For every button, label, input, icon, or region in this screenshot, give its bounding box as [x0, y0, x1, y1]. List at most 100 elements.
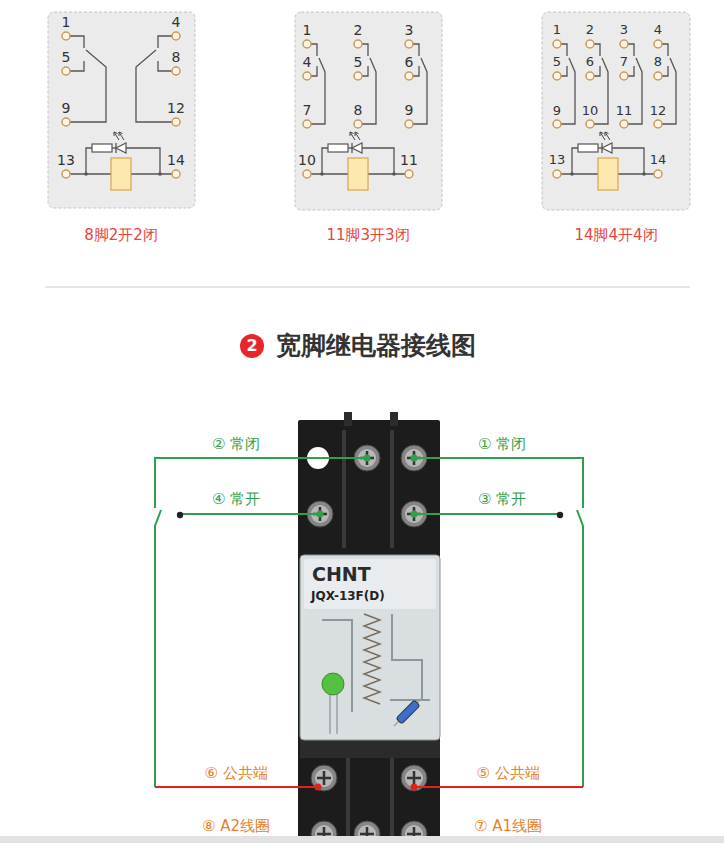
nc-contact [662, 44, 668, 56]
nc-contact [158, 36, 172, 48]
diagram-caption: 11脚3开3闭 [326, 227, 409, 244]
pin-number: 6 [405, 54, 414, 70]
common-label: ⑤ 公共端 [476, 764, 539, 782]
common-blade [70, 50, 106, 122]
coil-label: ⑦ A1线圈 [474, 817, 542, 835]
socket-partition [346, 750, 350, 840]
common-blade [561, 58, 575, 124]
pin-terminal [354, 72, 362, 80]
common-label: ⑥ 公共端 [204, 764, 267, 782]
pin-number: 12 [167, 100, 185, 116]
pin-terminal [405, 170, 413, 178]
nc-contact [628, 44, 634, 56]
pin-number: 11 [616, 104, 633, 119]
pin-number: 9 [405, 102, 414, 118]
resistor-symbol [328, 144, 348, 152]
no-contact [311, 66, 317, 76]
panel-background [48, 12, 195, 208]
relay-frame [322, 614, 430, 712]
pin-number: 10 [298, 152, 316, 168]
pin-terminal [620, 40, 628, 48]
section-heading: 宽脚继电器接线图 [276, 332, 476, 361]
resistor-leads [394, 698, 422, 726]
pin-terminal [654, 72, 662, 80]
switch-dot [557, 512, 563, 518]
pin-diagram: 123456789101112131414脚4开4闭 [542, 12, 690, 210]
no-contact [362, 66, 368, 76]
no-contact [594, 66, 600, 76]
pin-terminal [172, 170, 180, 178]
junction-dot [158, 172, 162, 176]
relay-feet [300, 738, 440, 758]
pin-terminal [62, 118, 70, 126]
pin-diagram: 123456789101111脚3开3闭 [295, 12, 442, 210]
coil-wire [618, 173, 654, 174]
pin-number: 8 [354, 102, 363, 118]
pin-number: 8 [172, 49, 181, 65]
socket-partition [390, 750, 394, 840]
pin-number: 9 [553, 104, 561, 119]
wire-end-dot [411, 511, 418, 518]
number-badge: 2 [240, 334, 264, 358]
panel-background [542, 12, 690, 210]
green-wire [577, 510, 583, 787]
relay-schematics [62, 32, 676, 190]
coil-symbol [348, 158, 368, 190]
red-wire [155, 786, 318, 788]
coil-symbol [598, 158, 618, 190]
nc-contact [561, 44, 567, 56]
coil-symbol [111, 158, 131, 190]
diode-symbol [602, 143, 612, 153]
no-contact [413, 66, 419, 76]
junction-dot [320, 172, 324, 176]
pin-terminal [553, 170, 561, 178]
pin-terminal [303, 40, 311, 48]
pin-number: 13 [549, 153, 566, 168]
screw-slot [317, 771, 331, 785]
no-label: ③ 常开 [478, 490, 526, 508]
panel-background [295, 12, 442, 210]
diode-bar [351, 143, 352, 153]
common-blade [362, 58, 376, 124]
pin-number: 11 [400, 152, 418, 168]
no-contact [158, 61, 172, 71]
badge-number: 2 [246, 337, 257, 355]
pin-number: 4 [172, 14, 181, 30]
pin-number: 5 [354, 54, 363, 70]
pin-terminal [620, 72, 628, 80]
pin-terminal [654, 40, 662, 48]
pin-number: 3 [620, 23, 628, 38]
green-wire [414, 458, 583, 508]
wiring [155, 455, 583, 791]
pin-terminal [586, 120, 594, 128]
pin-number: 13 [57, 152, 75, 168]
led-arrows [350, 132, 360, 140]
pin-number: 1 [553, 23, 561, 38]
socket-tab [390, 412, 398, 426]
pin-terminal [62, 170, 70, 178]
relay-cap [304, 559, 436, 609]
pin-terminal [586, 72, 594, 80]
pin-terminal [553, 120, 561, 128]
coil-wire [70, 173, 111, 174]
pin-number: 7 [620, 55, 628, 70]
pin-number: 1 [62, 14, 71, 30]
pin-terminal [586, 40, 594, 48]
resistor-symbol [578, 144, 598, 152]
led-leads [330, 694, 337, 734]
no-contact [70, 61, 84, 71]
wire-end-dot [317, 511, 324, 518]
nc-contact [362, 44, 368, 56]
indicator-wire [572, 148, 578, 174]
green-wire [155, 510, 161, 787]
pin-number: 14 [650, 153, 667, 168]
pin-terminal [405, 40, 413, 48]
coil-wire [311, 173, 348, 174]
common-blade [136, 50, 172, 122]
pin-terminal [172, 67, 180, 75]
pin-terminal [62, 67, 70, 75]
screw-slot [407, 771, 421, 785]
indicator-wire [86, 148, 92, 174]
pin-terminal [405, 72, 413, 80]
